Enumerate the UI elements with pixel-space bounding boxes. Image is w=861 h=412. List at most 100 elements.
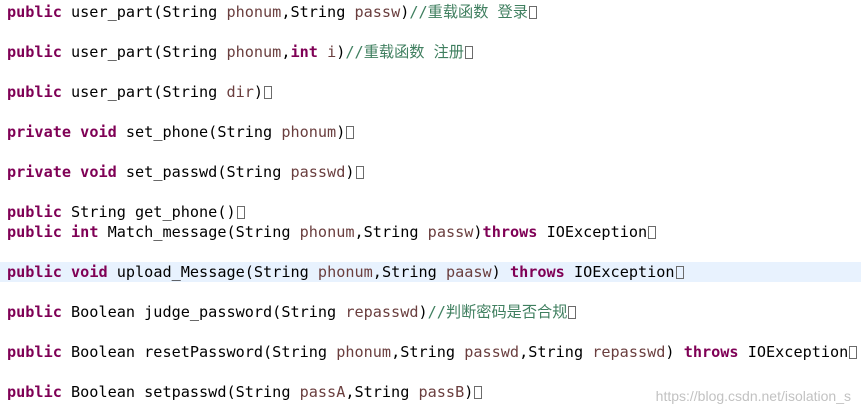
code-line[interactable]: public user_part(String dir) [0, 82, 861, 102]
keyword-token: private [7, 123, 72, 141]
collapsed-fold-icon[interactable] [236, 206, 245, 219]
code-token: ) [253, 83, 264, 101]
keyword-token: throws [683, 343, 739, 361]
code-token: IOException [564, 263, 675, 281]
code-token: ) [418, 303, 428, 321]
parameter-token: passw [354, 3, 401, 21]
code-token: ,String [391, 343, 465, 361]
code-token: IOException [537, 223, 648, 241]
code-token: upload_Message(String [107, 263, 318, 281]
parameter-token: paasw [445, 263, 492, 281]
code-token: ) [336, 43, 346, 61]
parameter-token: phonum [281, 123, 337, 141]
code-line-text: public Boolean setpasswd(String passA,St… [7, 382, 483, 402]
code-token: ) [345, 163, 355, 181]
code-line-text: public user_part(String dir) [7, 82, 273, 102]
code-line-current[interactable]: public void upload_Message(String phonum… [0, 262, 861, 282]
collapsed-fold-icon[interactable] [648, 226, 657, 239]
parameter-token: repasswd [592, 343, 666, 361]
code-token [62, 263, 71, 281]
parameter-token: i [327, 43, 337, 61]
parameter-token: phonum [226, 3, 282, 21]
code-line[interactable]: public String get_phone() [0, 202, 861, 222]
code-token: Match_message(String [98, 223, 300, 241]
code-token [71, 163, 80, 181]
code-token: user_part(String [61, 83, 227, 101]
code-token: ,String [354, 223, 428, 241]
comment-token: //重载函数 注册 [345, 43, 464, 61]
keyword-token: public [7, 383, 62, 401]
collapsed-fold-icon[interactable] [528, 6, 537, 19]
keyword-token: int [290, 43, 318, 61]
comment-token: //重载函数 登录 [409, 3, 528, 21]
code-token: ) [473, 223, 483, 241]
keyword-token: public [7, 263, 62, 281]
code-token: ,String [372, 263, 446, 281]
code-line-text: private void set_passwd(String passwd) [7, 162, 364, 182]
keyword-token: public [7, 343, 62, 361]
parameter-token: passA [299, 383, 346, 401]
code-line-text: public Boolean resetPassword(String phon… [7, 342, 858, 362]
parameter-token: phonum [299, 223, 355, 241]
keyword-token: int [71, 223, 99, 241]
keyword-token: throws [482, 223, 538, 241]
code-token: Boolean judge_password(String [61, 303, 346, 321]
collapsed-fold-icon[interactable] [464, 46, 473, 59]
parameter-token: passwd [464, 343, 520, 361]
code-line[interactable]: public user_part(String phonum,String pa… [0, 2, 861, 22]
code-token: ) [400, 3, 410, 21]
code-token: set_passwd(String [116, 163, 291, 181]
code-line[interactable]: private void set_phone(String phonum) [0, 122, 861, 142]
keyword-token: void [71, 263, 108, 281]
code-token [71, 123, 80, 141]
code-line-text: public user_part(String phonum,String pa… [7, 2, 537, 22]
parameter-token: passB [418, 383, 465, 401]
keyword-token: public [7, 303, 62, 321]
collapsed-fold-icon[interactable] [849, 346, 858, 359]
code-line-text: public String get_phone() [7, 202, 245, 222]
code-token: ) [665, 343, 684, 361]
code-line-text: public Boolean judge_password(String rep… [7, 302, 577, 322]
code-line-text: public user_part(String phonum,int i)//重… [7, 42, 473, 62]
watermark: https://blog.csdn.net/isolation_s [655, 388, 851, 404]
parameter-token: phonum [336, 343, 392, 361]
keyword-token: public [7, 83, 62, 101]
code-line-text: public int Match_message(String phonum,S… [7, 222, 657, 242]
parameter-token: phonum [317, 263, 373, 281]
keyword-token: private [7, 163, 72, 181]
code-token: ,String [281, 3, 355, 21]
code-token: user_part(String [61, 43, 227, 61]
keyword-token: throws [509, 263, 565, 281]
code-token: ,String [345, 383, 419, 401]
code-line[interactable]: public int Match_message(String phonum,S… [0, 222, 861, 242]
parameter-token: repasswd [345, 303, 419, 321]
collapsed-fold-icon[interactable] [568, 306, 577, 319]
code-line-text: public void upload_Message(String phonum… [7, 262, 684, 282]
collapsed-fold-icon[interactable] [675, 266, 684, 279]
collapsed-fold-icon[interactable] [355, 166, 364, 179]
code-token: ) [464, 383, 474, 401]
collapsed-fold-icon[interactable] [474, 386, 483, 399]
code-line[interactable]: private void set_passwd(String passwd) [0, 162, 861, 182]
code-token: , [281, 43, 291, 61]
code-token: ,String [519, 343, 593, 361]
code-token: IOException [738, 343, 849, 361]
keyword-token: public [7, 43, 62, 61]
code-token [318, 43, 327, 61]
keyword-token: public [7, 223, 62, 241]
keyword-token: public [7, 3, 62, 21]
code-line[interactable]: public Boolean setpasswd(String passA,St… [0, 382, 861, 402]
keyword-token: public [7, 203, 62, 221]
code-line[interactable]: public user_part(String phonum,int i)//重… [0, 42, 861, 62]
code-token: user_part(String [61, 3, 227, 21]
comment-token: //判断密码是否合规 [427, 303, 568, 321]
parameter-token: passw [427, 223, 474, 241]
collapsed-fold-icon[interactable] [264, 86, 273, 99]
parameter-token: dir [226, 83, 254, 101]
code-line-text: private void set_phone(String phonum) [7, 122, 355, 142]
code-line[interactable]: public Boolean resetPassword(String phon… [0, 342, 861, 362]
code-line[interactable]: public Boolean judge_password(String rep… [0, 302, 861, 322]
code-token: set_phone(String [116, 123, 282, 141]
collapsed-fold-icon[interactable] [346, 126, 355, 139]
